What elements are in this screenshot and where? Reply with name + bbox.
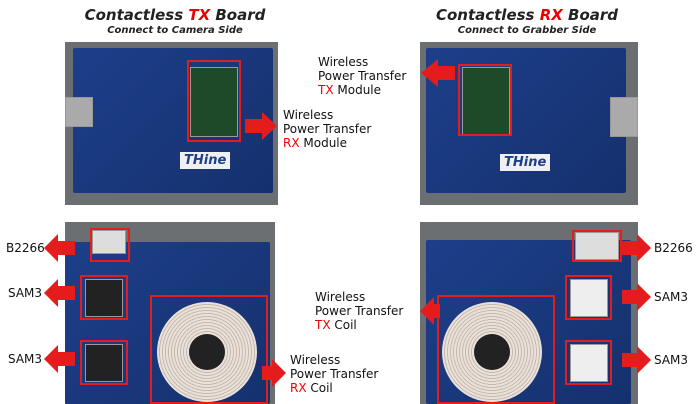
arrow-left-icon (421, 59, 455, 87)
arrow-right-icon (622, 283, 651, 311)
tx-sam3-box-1 (80, 275, 128, 320)
rx-b2266-box (572, 230, 622, 262)
arrow-right-icon (622, 346, 651, 374)
tx-rx-module-box (187, 60, 241, 142)
thine-logo-rx: THine (500, 154, 551, 171)
arrow-left-icon (420, 297, 440, 325)
thine-logo: THine (180, 152, 231, 169)
label-b2266-rx: B2266 (654, 241, 693, 255)
arrow-right-icon (262, 359, 286, 387)
tx-board-top-photo: THine (65, 42, 278, 205)
tx-rx-coil-box (150, 295, 268, 404)
rx-tx-module-box (458, 64, 512, 136)
arrow-left-icon (44, 345, 75, 373)
tx-board-subtitle: Connect to Camera Side (107, 25, 243, 36)
label-sam3-rx-2: SAM3 (654, 353, 689, 367)
tx-board-title: Contactless TX Board (84, 6, 266, 24)
arrow-left-icon (44, 234, 75, 262)
label-sam3-tx-2: SAM3 (8, 352, 43, 366)
rx-board-top-photo: THine (420, 42, 638, 205)
tx-b2266-box (90, 228, 130, 262)
label-b2266-tx: B2266 (6, 241, 45, 255)
arrow-right-icon (622, 234, 651, 262)
arrow-right-icon (245, 112, 277, 140)
label-sam3-tx-1: SAM3 (8, 286, 43, 300)
tx-board-bottom-photo (65, 222, 275, 404)
rx-tx-coil-box (437, 295, 555, 404)
rx-board-title: Contactless RX Board (435, 6, 619, 24)
rx-sam3-box-2 (565, 340, 612, 385)
label-sam3-rx-1: SAM3 (654, 290, 689, 304)
rx-board-bottom-photo (420, 222, 638, 404)
tx-sam3-box-2 (80, 340, 128, 385)
rx-board-subtitle: Connect to Grabber Side (457, 25, 597, 36)
rx-sam3-box-1 (565, 275, 612, 320)
arrow-left-icon (44, 279, 75, 307)
